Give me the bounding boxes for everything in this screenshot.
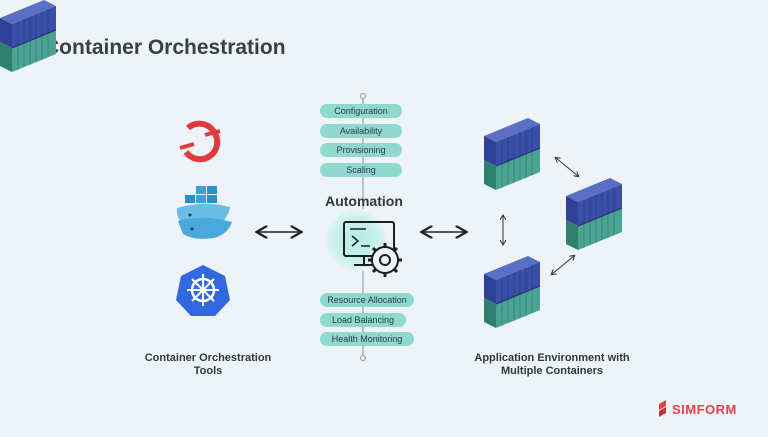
kubernetes-icon (176, 265, 230, 316)
environment-caption-line1: Application Environment with (474, 352, 630, 364)
container-stack-2 (565, 177, 623, 251)
pill-scaling: Scaling (320, 163, 402, 177)
simform-brand: SIMFORM (672, 402, 737, 417)
container-stack-1 (483, 117, 541, 191)
tools-caption-line2: Tools (193, 365, 223, 377)
container-link-arrow (556, 158, 578, 176)
openshift-icon (179, 120, 221, 163)
pill-health-monitoring: Health Monitoring (320, 332, 414, 346)
page-title: Container Orchestration (44, 36, 286, 59)
pill-configuration: Configuration (320, 104, 402, 118)
automation-heading: Automation (325, 193, 403, 209)
pill-availability: Availability (320, 124, 402, 138)
tools-caption: Container Orchestration Tools (130, 352, 286, 378)
pill-load-balancing: Load Balancing (320, 313, 406, 327)
container-link-arrow (552, 256, 574, 274)
automation-icon (324, 208, 402, 277)
pill-resource-allocation: Resource Allocation (320, 293, 414, 307)
tools-caption-line1: Container Orchestration (144, 352, 272, 364)
environment-caption: Application Environment with Multiple Co… (460, 352, 644, 378)
container-stack (0, 0, 57, 72)
container-stack-3 (483, 255, 541, 329)
docker-icon (176, 186, 232, 239)
environment-caption-line2: Multiple Containers (500, 365, 604, 377)
pill-provisioning: Provisioning (320, 143, 402, 157)
simform-logo-icon (659, 400, 666, 417)
